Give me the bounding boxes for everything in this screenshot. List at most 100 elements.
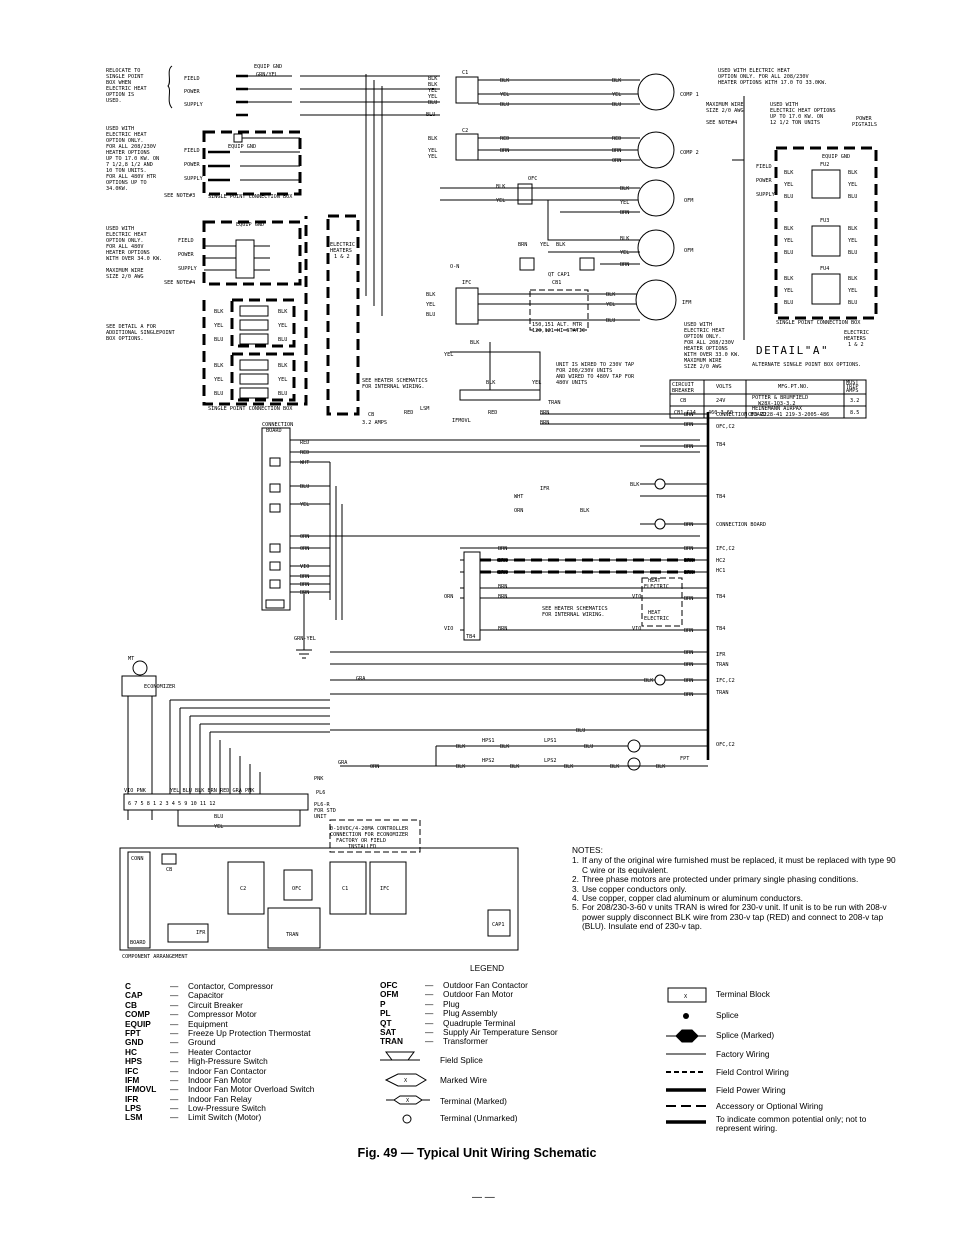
legend-key: COMP [125, 1009, 150, 1020]
svg-text:BRN: BRN [684, 662, 693, 668]
svg-text:BLK: BLK [456, 744, 466, 750]
svg-text:HEATER OPTIONS WITH 17.0 TO 33: HEATER OPTIONS WITH 17.0 TO 33.0KW. [718, 80, 827, 86]
fu4-right: FU4 BLK YEL BLU BLK YEL BLU SINGLE POINT… [776, 266, 861, 326]
legend-title: LEGEND [470, 963, 505, 973]
svg-text:CB: CB [368, 412, 374, 418]
svg-text:BLU: BLU [214, 814, 223, 820]
svg-text:YEL: YEL [540, 242, 549, 248]
field-power-supply-1: FIELD POWER SUPPLY EQUIP GND GRN/YEL [184, 64, 282, 108]
legend-dash: — [170, 1037, 179, 1048]
svg-text:0-10VDC/4-20MA CONTROLLER: 0-10VDC/4-20MA CONTROLLER [330, 826, 409, 832]
svg-text:BRN: BRN [540, 410, 549, 416]
svg-text:RED: RED [300, 440, 309, 446]
legend-value: Transformer [443, 1036, 488, 1047]
ofc-contactor: OFC BLK YEL [496, 176, 537, 205]
svg-text:BRN: BRN [518, 242, 527, 248]
svg-text:OPTION ONLY.: OPTION ONLY. [106, 138, 143, 144]
svg-text:BRN: BRN [540, 420, 549, 426]
svg-text:BREAKER: BREAKER [672, 388, 695, 394]
svg-text:OPTION ONLY.: OPTION ONLY. [684, 334, 721, 340]
svg-text:YEL: YEL [214, 323, 223, 329]
svg-text:BLU: BLU [426, 312, 435, 318]
legend-dash: — [170, 1093, 179, 1104]
svg-text:VIO: VIO [444, 626, 453, 632]
svg-text:SEE HEATER SCHEMATICS: SEE HEATER SCHEMATICS [542, 606, 608, 612]
svg-text:BLU: BLU [278, 391, 287, 397]
legend-dash: — [170, 1056, 179, 1067]
svg-text:BRN: BRN [684, 628, 693, 634]
svg-text:BLK: BLK [500, 78, 510, 84]
svg-text:SUPPLY: SUPPLY [756, 192, 776, 198]
legend-key: CAP [125, 990, 143, 1001]
svg-text:TRAN: TRAN [716, 662, 729, 668]
svg-text:UNIT IS WIRED TO 230V TAP: UNIT IS WIRED TO 230V TAP [556, 362, 634, 368]
svg-text:HEAT: HEAT [648, 578, 661, 584]
legend-key: OFC [380, 980, 398, 990]
svg-text:BRN: BRN [300, 582, 309, 588]
svg-text:BLK: BLK [278, 309, 288, 315]
svg-text:YEL: YEL [620, 250, 629, 256]
svg-text:BLK: BLK [564, 764, 574, 770]
svg-text:COMP 1: COMP 1 [680, 92, 699, 98]
fuse-block-fu2: BLK YEL BLU BLK YEL BLU [214, 298, 296, 348]
legend-value: Heater Contactor [188, 1046, 252, 1057]
legend-common-potential: To indicate common potential only; not t… [716, 1114, 867, 1134]
legend-value: Equipment [188, 1018, 228, 1029]
legend-key: OFM [380, 989, 399, 1000]
svg-text:BLK: BLK [610, 764, 620, 770]
svg-text:BLU: BLU [428, 100, 437, 106]
svg-text:YEL: YEL [848, 182, 857, 188]
legend-value: Freeze Up Protection Thermostat [188, 1027, 311, 1038]
legend-entry: LSM—Limit Switch (Motor) [125, 1113, 314, 1123]
svg-text:IFMOVL: IFMOVL [452, 418, 471, 424]
legend-field-splice: Field Splice [440, 1055, 483, 1065]
svg-text:C1: C1 [462, 70, 468, 76]
svg-text:LPS2: LPS2 [544, 758, 557, 764]
legend-entry: HPS—High-Pressure Switch [125, 1056, 314, 1067]
svg-text:QT CAP1: QT CAP1 [548, 272, 570, 278]
legend-dash: — [425, 989, 434, 1000]
notes-heading: NOTES: [572, 845, 603, 855]
component-arrangement: CONN BOARD CB C2 OFC C1 IFC TRAN IFR CAP… [119, 847, 519, 960]
svg-text:BRN: BRN [684, 444, 693, 450]
svg-text:USED WITH ELECTRIC HEAT: USED WITH ELECTRIC HEAT [718, 68, 790, 74]
svg-text:460-3-60: 460-3-60 [708, 410, 733, 416]
svg-text:BLK: BLK [278, 363, 288, 369]
svg-text:GRA: GRA [338, 760, 348, 766]
svg-text:RED: RED [612, 136, 621, 142]
svg-text:1 & 2: 1 & 2 [848, 342, 864, 348]
svg-text:FOR STD: FOR STD [314, 808, 336, 814]
svg-text:OPTION ONLY. FOR ALL 208/230V: OPTION ONLY. FOR ALL 208/230V [718, 74, 809, 80]
svg-text:SIZE 2/0 AWG: SIZE 2/0 AWG [706, 108, 743, 114]
legend-value: Low-Pressure Switch [188, 1103, 266, 1114]
legend-entry: P—Plug [380, 999, 558, 1009]
legend-entry: SAT—Supply Air Temperature Sensor [380, 1027, 558, 1037]
legend-key: HC [125, 1046, 137, 1057]
legend-dash: — [425, 1017, 434, 1028]
legend-value: Outdoor Fan Contactor [443, 980, 528, 990]
svg-text:BRN: BRN [498, 626, 507, 632]
svg-text:BLU: BLU [214, 391, 223, 397]
svg-text:IFC: IFC [380, 886, 389, 892]
legend-value: High-Pressure Switch [188, 1056, 268, 1067]
svg-text:BLU: BLU [848, 194, 857, 200]
svg-text:YEL: YEL [848, 288, 857, 294]
ofm-2: OFM BLK YEL BRN [620, 229, 693, 268]
legend-value: Indoor Fan Relay [188, 1093, 252, 1104]
svg-text:MUST: MUST [846, 380, 859, 386]
svg-text:BLK: BLK [630, 482, 640, 488]
svg-text:BLK: BLK [426, 292, 436, 298]
svg-text:WITH OVER 34.0 KW.: WITH OVER 34.0 KW. [106, 256, 162, 262]
svg-text:BLK: BLK [214, 309, 224, 315]
svg-text:OPTION ONLY.: OPTION ONLY. [106, 238, 143, 244]
svg-text:BLK: BLK [620, 236, 630, 242]
svg-text:ORN: ORN [300, 534, 309, 540]
legend-dash: — [170, 1065, 179, 1076]
svg-text:BLK: BLK [656, 764, 666, 770]
svg-text:COMP 2: COMP 2 [680, 150, 699, 156]
safety-switches: HPS1 LPS1 HPS2 LPS2 BLK BLK BLU BLK BLK … [338, 738, 689, 770]
svg-text:YEL: YEL [496, 198, 505, 204]
svg-text:BRN: BRN [498, 584, 507, 590]
svg-text:BOARD: BOARD [266, 428, 282, 434]
